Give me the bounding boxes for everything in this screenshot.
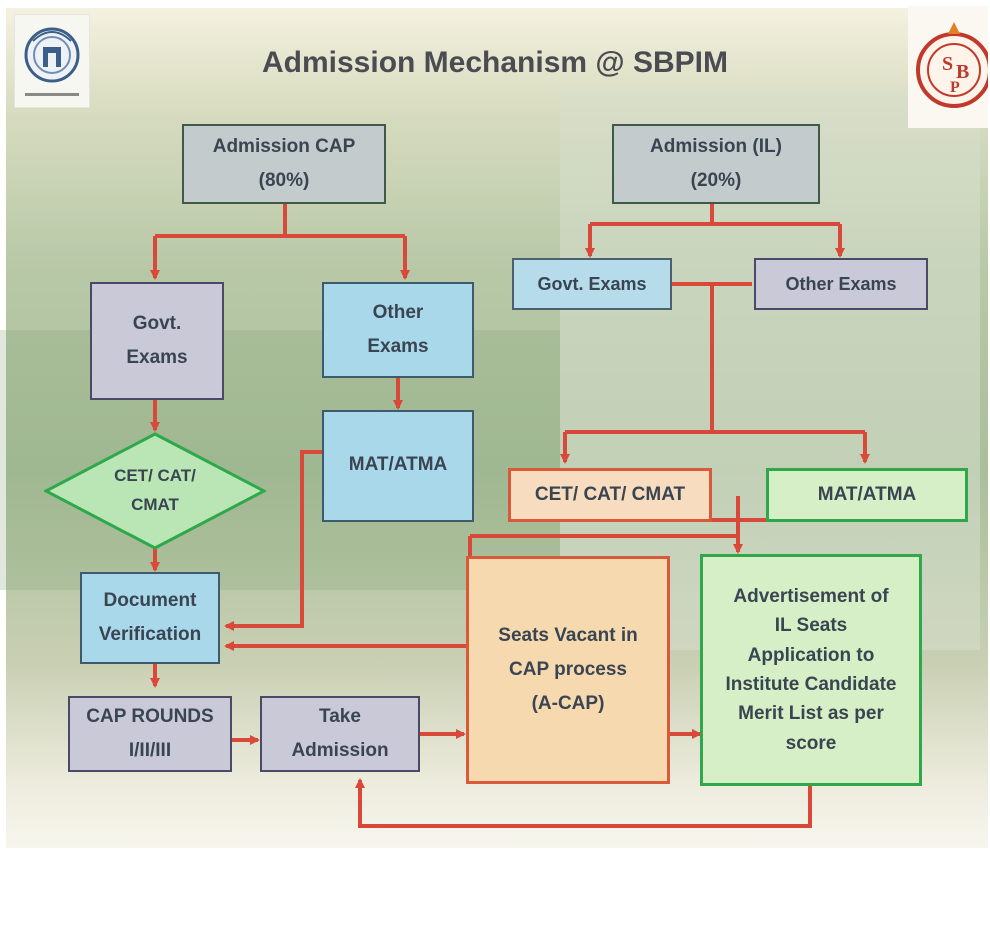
cet-cat-cmat-diamond-shape bbox=[44, 432, 266, 550]
advertisement-il-seats-box: Advertisement of IL Seats Application to… bbox=[700, 554, 922, 786]
mat-atma-box-right: MAT/ATMA bbox=[766, 468, 968, 522]
admission-cap-box: Admission CAP (80%) bbox=[182, 124, 386, 204]
sbp-seal-logo: S B P bbox=[908, 6, 990, 128]
cet-cat-cmat-diamond: CET/ CAT/ CMAT bbox=[114, 466, 196, 514]
seats-vacant-box: Seats Vacant in CAP process (A-CAP) bbox=[466, 556, 670, 784]
admission-il-box: Admission (IL) (20%) bbox=[612, 124, 820, 204]
other-exams-box-left: Other Exams bbox=[322, 282, 474, 378]
govt-exams-box-right: Govt. Exams bbox=[512, 258, 672, 310]
govt-exams-box-left: Govt. Exams bbox=[90, 282, 224, 400]
mat-atma-box-left: MAT/ATMA bbox=[322, 410, 474, 522]
cap-rounds-box: CAP ROUNDS I/II/III bbox=[68, 696, 232, 772]
svg-text:P: P bbox=[950, 79, 960, 96]
slide-title: Admission Mechanism @ SBPIM bbox=[261, 46, 728, 79]
svg-text:B: B bbox=[956, 61, 969, 83]
other-exams-box-right: Other Exams bbox=[754, 258, 928, 310]
cet-cat-cmat-box-right: CET/ CAT/ CMAT bbox=[508, 468, 712, 522]
institute-logo-left bbox=[14, 14, 90, 108]
svg-text:S: S bbox=[942, 53, 953, 75]
take-admission-box: Take Admission bbox=[260, 696, 420, 772]
document-verification-box: Document Verification bbox=[80, 572, 220, 664]
